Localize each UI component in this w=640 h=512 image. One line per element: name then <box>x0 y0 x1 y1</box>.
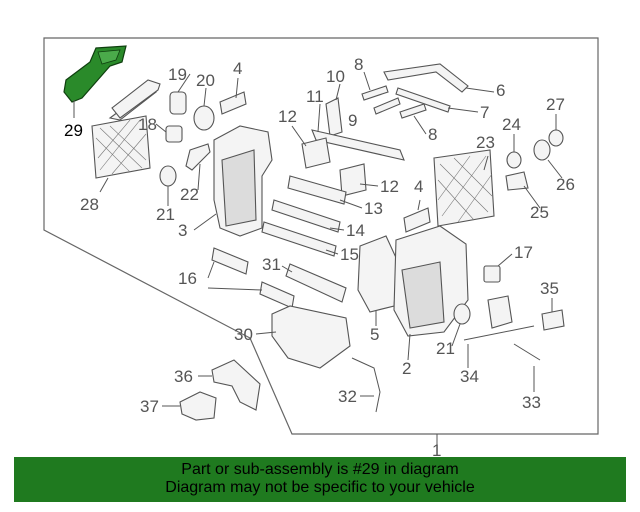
callout-10: 10 <box>326 67 345 86</box>
callout-25: 25 <box>530 203 549 222</box>
callout-36: 36 <box>174 367 193 386</box>
callout-18: 18 <box>138 115 157 134</box>
part-24-sensor <box>506 151 522 169</box>
part-11-frame <box>311 129 405 161</box>
callout-31: 31 <box>262 255 281 274</box>
callout-30: 30 <box>234 325 253 344</box>
part-30-case <box>271 305 351 369</box>
part-2-housing <box>393 225 469 337</box>
assembly-outline <box>43 37 599 435</box>
part-4-bracket-right <box>403 207 431 233</box>
part-20-motor <box>193 105 215 131</box>
callout-21-right: 21 <box>436 339 455 358</box>
part-22-link <box>185 143 211 171</box>
part-36-duct <box>211 359 261 411</box>
callout-9: 9 <box>348 111 357 130</box>
callout-1: 1 <box>432 441 441 456</box>
callout-21-left: 21 <box>156 205 175 224</box>
callout-16: 16 <box>178 269 197 288</box>
callout-8-right: 8 <box>428 125 437 144</box>
callout-24: 24 <box>502 115 521 134</box>
callout-28: 28 <box>80 195 99 214</box>
banner-line-1: Part or sub-assembly is #29 in diagram <box>181 461 459 478</box>
part-27-cap <box>548 129 564 147</box>
callout-3: 3 <box>178 221 187 240</box>
part-26-seal <box>533 139 551 161</box>
callout-8-top: 8 <box>354 55 363 74</box>
part-34-tube <box>463 325 535 341</box>
part-21-actuator <box>159 165 177 187</box>
leader-lines <box>155 71 563 407</box>
callout-27: 27 <box>546 95 565 114</box>
callout-34: 34 <box>460 367 479 386</box>
part-8-seal-lower <box>399 103 427 119</box>
callout-13: 13 <box>364 199 383 218</box>
part-13-door <box>287 175 347 205</box>
callout-11: 11 <box>306 87 324 106</box>
callout-29: 29 <box>64 121 83 140</box>
banner-line-2: Diagram may not be specific to your vehi… <box>165 479 475 496</box>
part-29-duct[interactable] <box>63 45 127 103</box>
callout-22: 22 <box>180 185 199 204</box>
part-28-heater-core <box>91 79 161 179</box>
callout-20: 20 <box>196 71 215 90</box>
callout-2: 2 <box>402 359 411 378</box>
part-5-housing <box>357 235 399 313</box>
callout-6: 6 <box>496 81 505 100</box>
callout-35: 35 <box>540 279 559 298</box>
part-3-housing <box>213 125 273 237</box>
part-9-seal <box>373 97 401 115</box>
part-32-drain-hose <box>351 357 381 413</box>
part-4-bracket <box>219 91 247 115</box>
callout-32: 32 <box>338 387 357 406</box>
callout-19: 19 <box>168 65 187 84</box>
part-31-door <box>285 263 347 303</box>
part-37-duct <box>179 391 217 421</box>
part-25-valve <box>505 171 529 191</box>
part-12-door-left <box>301 137 331 169</box>
part-8-seal-upper <box>361 85 389 101</box>
part-10-seal <box>325 97 343 137</box>
part-19-actuator <box>169 91 187 115</box>
part-17-resistor <box>483 265 501 283</box>
callout-37: 37 <box>140 397 159 416</box>
part-18-actuator <box>165 125 183 143</box>
part-16-door-b <box>259 281 295 309</box>
callout-17: 17 <box>514 243 533 262</box>
part-7-seal <box>395 87 451 113</box>
leader-28 <box>99 177 109 193</box>
part-12-door-right <box>339 163 367 197</box>
callout-12-left: 12 <box>278 107 297 126</box>
callout-26: 26 <box>556 175 575 194</box>
callout-5: 5 <box>370 325 379 344</box>
callout-4-right: 4 <box>414 177 423 196</box>
part-23-evaporator <box>433 149 495 227</box>
callout-4-top: 4 <box>233 59 242 78</box>
part-14-door <box>271 199 341 233</box>
callout-12-right: 12 <box>380 177 399 196</box>
part-6-seal <box>383 63 469 93</box>
callout-15: 15 <box>340 245 359 264</box>
part-35-sensor <box>541 309 565 331</box>
callout-23: 23 <box>476 133 495 152</box>
part-15-door <box>261 221 337 257</box>
part-21-actuator-lower <box>453 303 471 325</box>
callout-14: 14 <box>346 221 365 240</box>
fitment-banner: Part or sub-assembly is #29 in diagram D… <box>14 457 626 502</box>
part-33-hose <box>513 343 541 361</box>
part-16-door-a <box>211 247 249 275</box>
callout-7: 7 <box>480 103 489 122</box>
part-blower-motor <box>487 295 513 329</box>
callout-33: 33 <box>522 393 541 412</box>
parts-diagram: 29 1 2 3 4 4 5 6 7 8 8 9 10 11 12 12 13 … <box>43 37 599 456</box>
